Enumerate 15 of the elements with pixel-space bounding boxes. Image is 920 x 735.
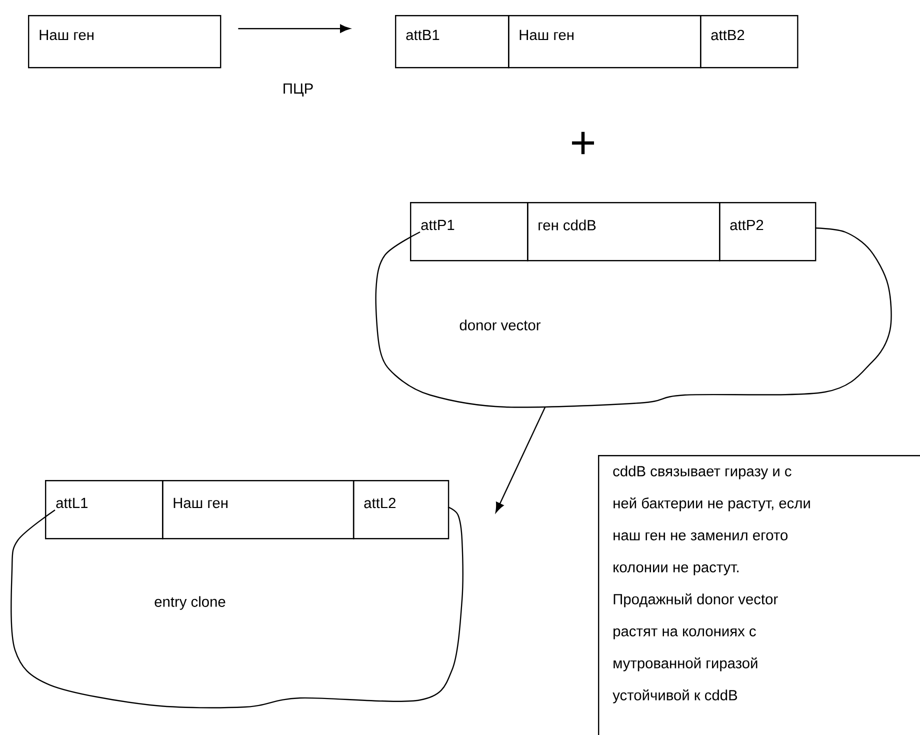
segment-box: Наш ген <box>508 15 702 68</box>
segment-box: Наш ген <box>28 15 222 68</box>
arrow <box>495 407 546 513</box>
segment-box: attP2 <box>719 202 816 262</box>
segment-box: attL2 <box>353 480 450 540</box>
segment-box: Наш ген <box>162 480 354 540</box>
note-box: cddB связывает гиразу и с ней бактерии не растут, если наш ген не заменил егото колонии не растут. Продажный donor vector растят на колониях с мутрованной гиразой устойчивой к cddB <box>598 455 920 735</box>
plus-sign: + <box>572 132 594 154</box>
edge-label: ПЦР <box>284 84 313 96</box>
segment-box: attP1 <box>410 202 528 262</box>
arrow <box>238 24 350 33</box>
segment-box: attB2 <box>700 15 798 68</box>
segment-box: attL1 <box>45 480 164 540</box>
segment-box: ген cddB <box>527 202 720 262</box>
segment-box: attB1 <box>395 15 510 68</box>
